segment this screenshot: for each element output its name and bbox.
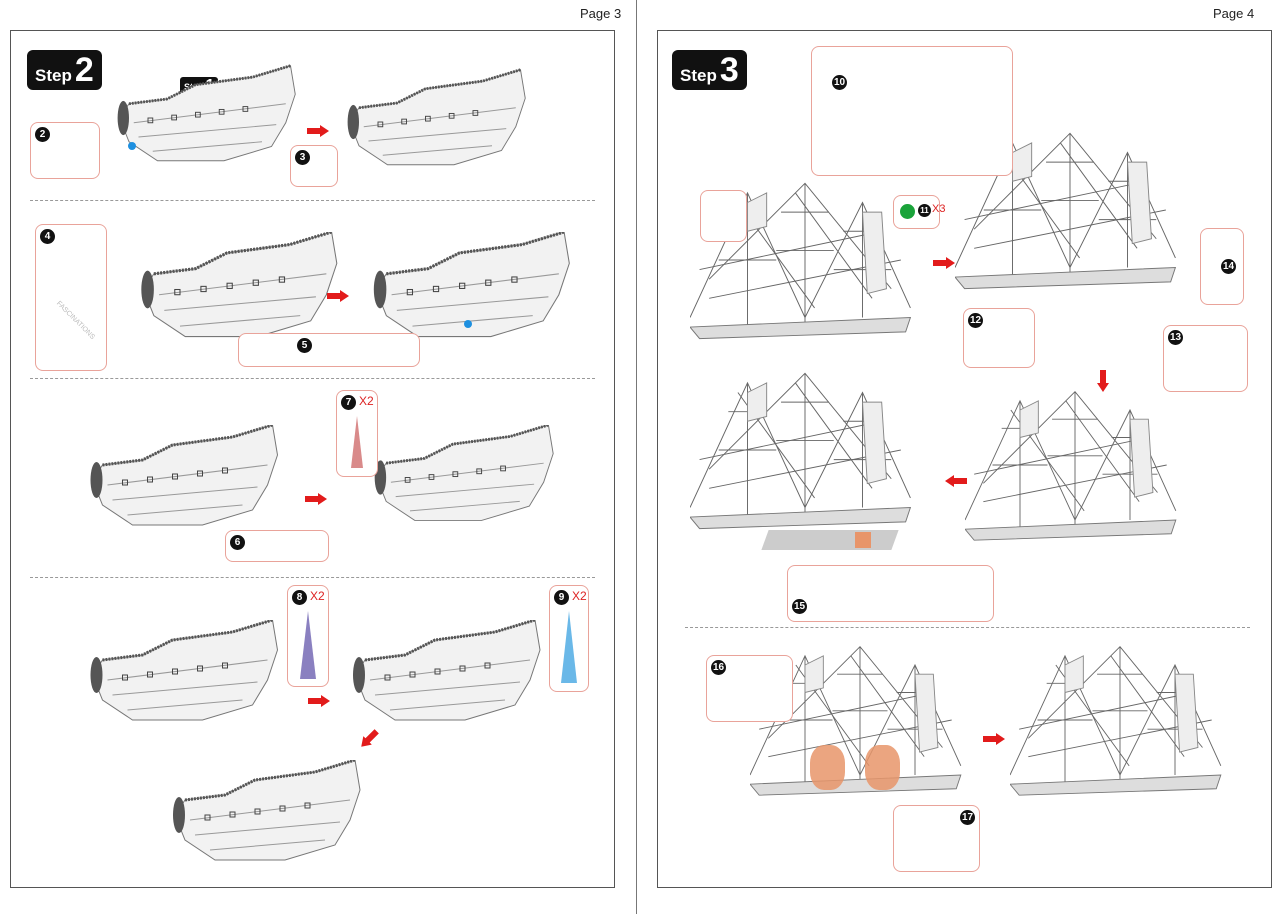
detail-callout	[700, 190, 747, 242]
part-number: 4	[40, 229, 55, 244]
arrow-down-icon	[1097, 370, 1109, 392]
page-number-left: Page 3	[580, 6, 622, 21]
page-divider	[636, 0, 637, 914]
part-callout-2: 2	[30, 122, 100, 179]
ship-hull-illustration	[360, 232, 580, 347]
watermark: FASCINATIONS	[54, 300, 96, 341]
part-number: 7	[341, 395, 356, 410]
part-number: 6	[230, 535, 245, 550]
part-callout-12: 12	[963, 308, 1035, 368]
section-divider	[30, 200, 595, 201]
quantity: X2	[359, 394, 374, 408]
step-word: Step	[35, 66, 72, 85]
arrow-right-icon	[327, 290, 349, 302]
blue-marker-icon	[128, 142, 136, 150]
part-callout-15: 15	[787, 565, 994, 622]
page-number-right: Page 4	[1213, 6, 1255, 21]
part-callout-10: 10	[811, 46, 1013, 176]
ship-hull-illustration	[65, 425, 300, 535]
highlighted-sail	[810, 745, 845, 790]
step-number: 2	[74, 51, 94, 89]
part-callout-5: 5	[238, 333, 420, 367]
section-divider	[30, 577, 595, 578]
section-divider	[30, 378, 595, 379]
arrow-right-icon	[308, 695, 330, 707]
green-marker-icon	[900, 204, 915, 219]
rigged-ship-illustration	[965, 380, 1185, 550]
part-callout-13: 13	[1163, 325, 1248, 392]
rigged-ship-illustration	[1010, 635, 1230, 805]
part-number: 15	[792, 599, 807, 614]
ship-hull-illustration	[340, 620, 550, 730]
step-word: Step	[680, 66, 717, 85]
arrow-right-icon	[305, 493, 327, 505]
part-number: 17	[960, 810, 975, 825]
quantity: X3	[932, 203, 946, 215]
part-callout-3: 3	[290, 145, 338, 187]
part-number: 10	[832, 75, 847, 90]
part-callout-14: 14	[1200, 228, 1244, 305]
ship-hull-illustration	[125, 232, 350, 347]
rigged-ship-illustration	[690, 360, 920, 540]
ship-hull-illustration	[340, 66, 530, 178]
part-number: 9	[554, 590, 569, 605]
part-number: 3	[295, 150, 310, 165]
part-number: 2	[35, 127, 50, 142]
page-3-frame	[10, 30, 615, 888]
ship-hull-illustration	[80, 620, 285, 730]
part-number: 11	[918, 204, 931, 217]
arrow-right-icon	[933, 257, 955, 269]
part-number: 8	[292, 590, 307, 605]
quantity: X2	[310, 589, 325, 603]
part-callout-6: 6	[225, 530, 329, 562]
quantity: X2	[572, 589, 587, 603]
part-number: 16	[711, 660, 726, 675]
part-callout-16: 16	[706, 655, 793, 722]
part-number: 14	[1221, 259, 1236, 274]
ship-hull-illustration	[110, 62, 300, 174]
part-number: 5	[297, 338, 312, 353]
part-number: 12	[968, 313, 983, 328]
ship-hull-illustration	[165, 760, 365, 870]
highlighted-part	[855, 532, 871, 548]
arrow-right-icon	[983, 733, 1005, 745]
section-divider	[685, 627, 1250, 628]
page-4-frame	[657, 30, 1272, 888]
arrow-left-icon	[945, 475, 967, 487]
part-callout-17: 17	[893, 805, 980, 872]
highlighted-sail	[865, 745, 900, 790]
blue-marker-icon	[464, 320, 472, 328]
ship-base-plate	[761, 530, 899, 550]
ship-hull-illustration	[355, 425, 570, 530]
arrow-right-icon	[307, 125, 329, 137]
part-number: 13	[1168, 330, 1183, 345]
step-number: 3	[719, 51, 739, 89]
